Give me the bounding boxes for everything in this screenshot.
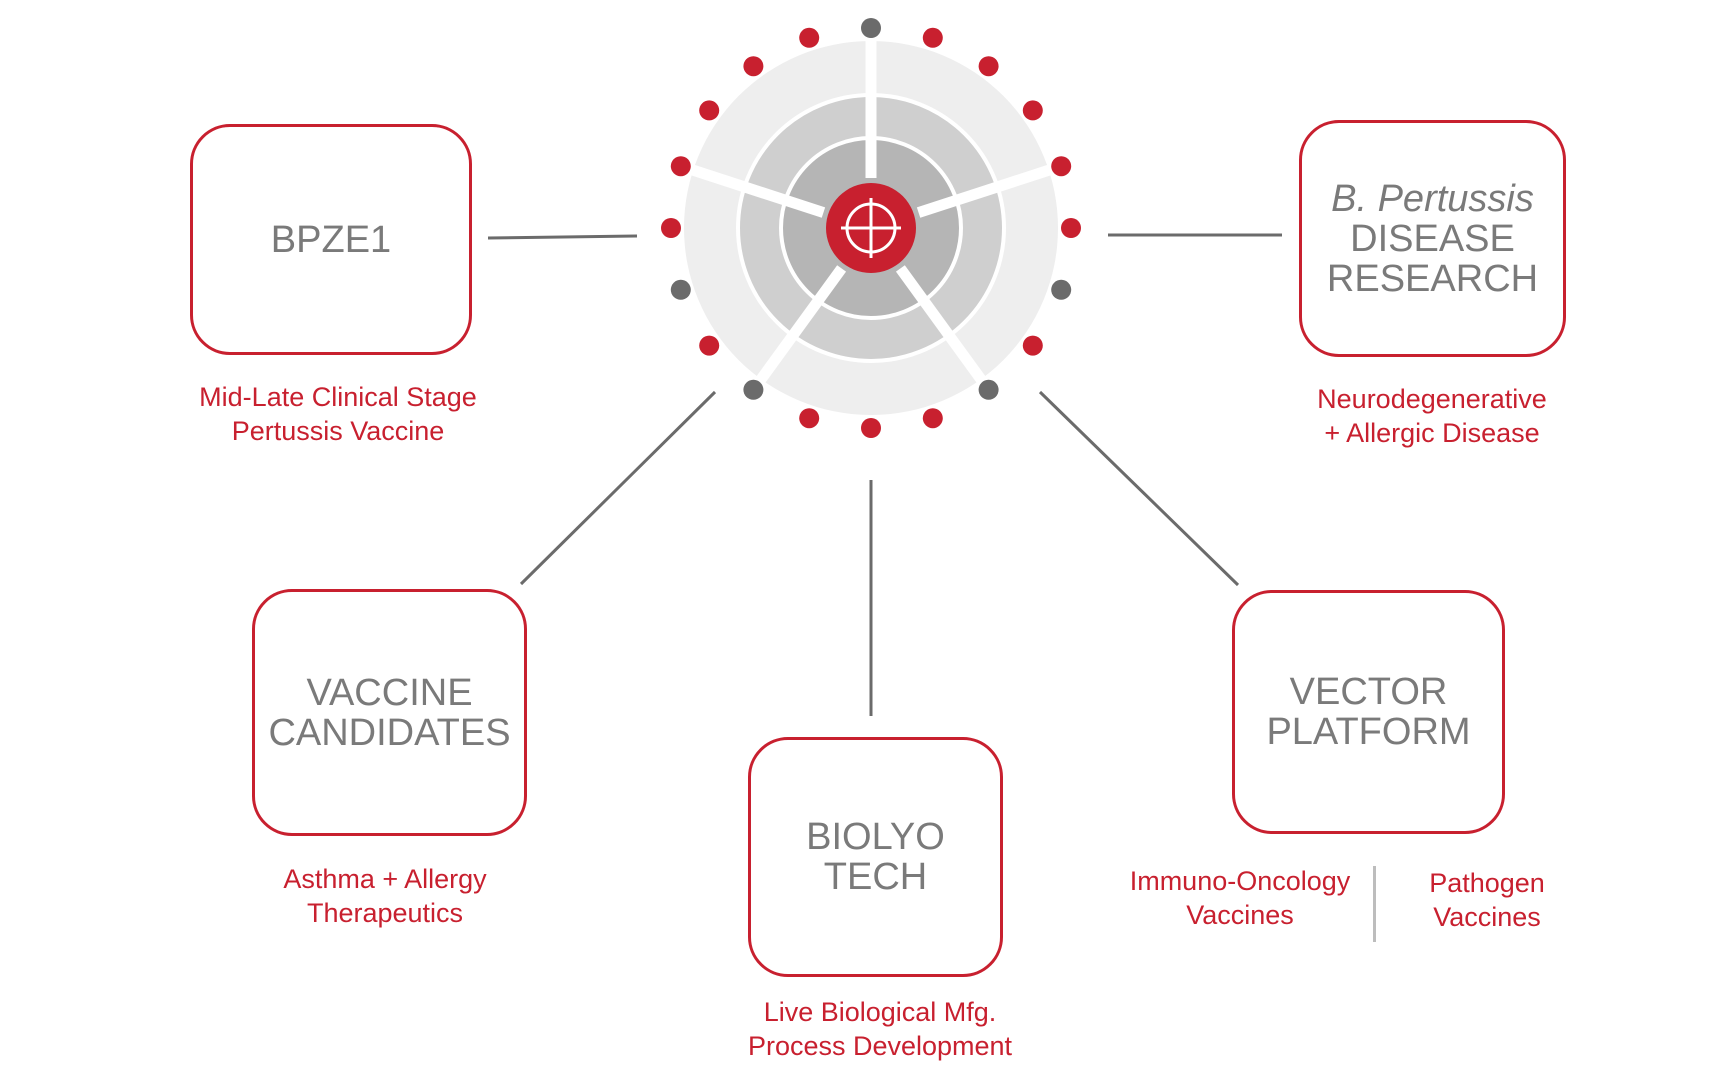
caption-biolyo-tech-line1: Live Biological Mfg. [763,997,997,1027]
hub-ring-separator [736,93,1006,363]
ring-dot [743,56,764,77]
connector-vaccine-candidates [519,390,717,586]
ring-dot [861,418,881,438]
hub-spokes [688,38,1054,385]
ring-dot [1022,100,1043,121]
ring-dot [661,218,681,238]
caption-biolyo-tech-line2: Process Development [747,1031,1013,1061]
ring-dot [670,279,691,300]
ring-dot [978,379,999,400]
ring-dot [699,335,720,356]
caption-vaccine-candidates-line2: Therapeutics [306,898,464,928]
caption-vector-platform-right: Pathogen Vaccines [1429,866,1545,934]
caption-bpze1: Mid-Late Clinical Stage Pertussis Vaccin… [199,380,477,448]
ring-dot [861,18,881,38]
caption-disease-research-line1: Neurodegenerative [1317,384,1547,414]
node-vaccine-candidates-title-line1: VACCINE [306,671,473,714]
caption-disease-research-line2: + Allergic Disease [1324,418,1540,448]
node-biolyo-tech: BIOLYO TECH [748,737,1003,977]
caption-vector-platform-left-line2: Vaccines [1186,900,1294,930]
ring-dot [799,27,820,48]
caption-divider [1373,866,1376,942]
caption-vector-platform-right-line2: Vaccines [1433,902,1541,932]
connector-vector-platform [1038,390,1240,587]
ring-dot [922,27,943,48]
ring-dot [1051,279,1072,300]
crosshair-target-icon [841,198,901,258]
connector-bpze1 [487,234,638,240]
node-disease-research-title-line1: DISEASE [1350,217,1515,260]
node-disease-research-title-line2: RESEARCH [1326,257,1539,300]
caption-biolyo-tech: Live Biological Mfg. Process Development [748,995,1012,1063]
node-disease-research-italic: B. Pertussis [1331,177,1534,220]
node-vector-platform-title-line2: PLATFORM [1266,711,1471,753]
node-vaccine-candidates: VACCINE CANDIDATES [252,589,527,836]
hub-spoke [754,265,847,385]
hub-ring-separator [779,136,963,320]
hub-spoke [916,164,1054,218]
ring-dot [670,156,691,177]
connector-lines [487,233,1282,716]
caption-bpze1-line1: Mid-Late Clinical Stage [199,382,477,412]
caption-disease-research: Neurodegenerative + Allergic Disease [1317,382,1547,450]
node-vector-platform-title-line1: VECTOR [1289,671,1448,713]
node-vaccine-candidates-title-line2: CANDIDATES [268,711,511,754]
hub-wheel [661,18,1081,438]
caption-vector-platform-left-line1: Immuno-Oncology [1129,866,1351,896]
caption-vector-platform-left: Immuno-Oncology Vaccines [1130,864,1351,932]
caption-vaccine-candidates-line1: Asthma + Allergy [283,864,487,894]
ring-dot [922,408,943,429]
ring-dot [978,56,999,77]
caption-vector-platform-right-line1: Pathogen [1429,868,1545,898]
node-biolyo-tech-title-line1: BIOLYO [806,816,945,858]
hub-spoke [895,265,988,385]
node-vector-platform: VECTOR PLATFORM [1232,590,1505,834]
caption-vaccine-candidates: Asthma + Allergy Therapeutics [283,862,486,930]
ring-dot [1051,156,1072,177]
node-biolyo-tech-title-line2: TECH [823,856,928,898]
caption-bpze1-line2: Pertussis Vaccine [231,416,445,446]
ring-dot [1022,335,1043,356]
ring-dot [743,379,764,400]
hub-ring-dots [661,18,1081,438]
hub-spoke [688,164,826,218]
ring-dot [799,408,820,429]
ring-dot [1061,218,1081,238]
ring-dot [699,100,720,121]
node-bpze1-title: BPZE1 [270,218,392,261]
node-bpze1: BPZE1 [190,124,472,355]
node-disease-research: B. Pertussis DISEASE RESEARCH [1299,120,1566,357]
